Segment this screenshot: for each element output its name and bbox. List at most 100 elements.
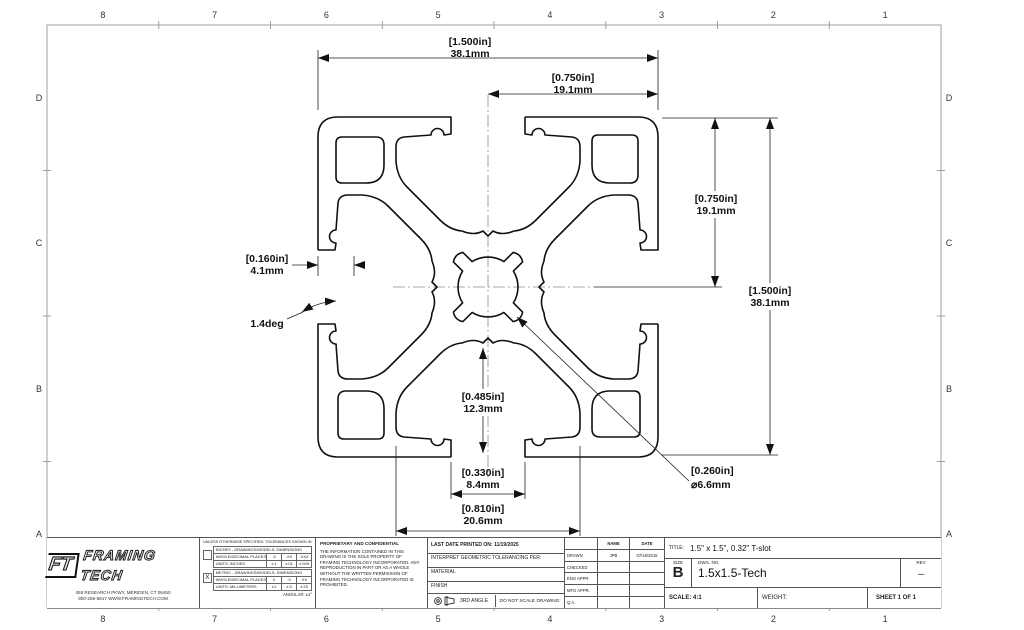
inch-title: INCHES - DRAWINGS/MODELS: DIMENSIONS xyxy=(215,547,302,552)
drawn-label: DRAWN xyxy=(567,552,583,558)
dim-angle: 1.4deg xyxy=(250,318,283,330)
zone-bottom: 6 xyxy=(324,614,329,624)
title-label: TITLE: xyxy=(669,545,685,551)
dim-slot-width-in: [0.810in] xyxy=(462,503,505,515)
dim-overall-width-in: [1.500in] xyxy=(449,36,492,48)
zone-bottom: 2 xyxy=(771,614,776,624)
size-value: B xyxy=(672,564,684,581)
drawn-name: JPB xyxy=(597,549,629,561)
name-column-header: NAME xyxy=(597,538,629,549)
profile-outline xyxy=(317,116,659,458)
dim-overall-width-mm: 38.1mm xyxy=(450,48,489,60)
address-line-1: 455 RESEARCH PKWY, MERIDEN, CT 06450 xyxy=(75,589,171,595)
metric-places-2: .X xyxy=(281,577,296,583)
scale-value: SCALE: 4:1 xyxy=(669,595,702,601)
zone-labels: 8 7 6 5 4 3 2 1 8 7 6 5 4 3 2 1 D C B A … xyxy=(36,10,953,624)
inches-checkbox xyxy=(203,550,212,560)
approval-row-eng: ENG APPR. xyxy=(565,573,664,586)
zone-right: D xyxy=(946,93,953,103)
dwg-no-value: 1.5x1.5-Tech xyxy=(698,566,767,580)
dim-half-width-mm: 19.1mm xyxy=(553,84,592,96)
inch-places-3: .XXX xyxy=(296,554,311,560)
mfg-appr-date xyxy=(629,585,664,597)
dim-bore-mm: ⌀6.6mm xyxy=(691,479,731,491)
zone-bottom: 8 xyxy=(100,614,105,624)
zone-top: 5 xyxy=(436,10,441,20)
zone-top: 2 xyxy=(771,10,776,20)
proprietary-title: PROPRIETARY AND CONFIDENTIAL xyxy=(320,541,400,546)
qa-label: Q.A. xyxy=(567,600,576,606)
dim-slot-depth-mm: 12.3mm xyxy=(463,403,502,415)
approval-row-mfg: MFG APPR. xyxy=(565,585,664,598)
zone-left: D xyxy=(36,93,43,103)
zone-bottom: 4 xyxy=(547,614,552,624)
weight-label: WEIGHT: xyxy=(757,588,867,608)
third-angle-label: 3RD ANGLE xyxy=(460,598,489,604)
zone-right: A xyxy=(946,529,952,539)
title-info-cell: TITLE: 1.5" x 1.5", 0.32" T-slot SIZE B … xyxy=(665,538,941,608)
mfg-appr-name xyxy=(597,585,629,597)
drawing-title: 1.5" x 1.5", 0.32" T-slot xyxy=(690,543,771,553)
inch-places-2: .XX xyxy=(281,554,296,560)
inch-units-3: ±.005 xyxy=(296,561,311,567)
zone-right: B xyxy=(946,384,952,394)
tolerance-cell: UNLESS OTHERWISE SPECIFIED: TOLERANCES S… xyxy=(200,538,316,608)
material-label: MATERIAL xyxy=(428,568,564,582)
zone-top: 1 xyxy=(883,10,888,20)
mfg-appr-label: MFG APPR. xyxy=(567,588,590,594)
eng-appr-name xyxy=(597,573,629,585)
company-address: 455 RESEARCH PKWY, MERIDEN, CT 06450 800… xyxy=(75,590,170,602)
title-block: FT FRAMING TECH 455 RESEARCH PKWY, MERID… xyxy=(44,537,941,609)
metric-places-3: .XX xyxy=(296,577,311,583)
zone-top: 4 xyxy=(547,10,552,20)
drawing-info-cell: LAST DATE PRINTED ON: 11/19/2025 INTERPR… xyxy=(428,538,565,608)
last-printed: LAST DATE PRINTED ON: 11/19/2025 xyxy=(428,538,564,554)
metric-units-3: ±.25 xyxy=(296,584,311,590)
zone-bottom: 3 xyxy=(659,614,664,624)
inch-units-1: ±.1 xyxy=(266,561,281,567)
dim-bore-in: [0.260in] xyxy=(691,465,734,477)
dim-slot-width-mm: 20.6mm xyxy=(463,515,502,527)
dim-half-width-in: [0.750in] xyxy=(552,72,595,84)
tolerance-header: UNLESS OTHERWISE SPECIFIED: TOLERANCES S… xyxy=(203,540,312,544)
tslot-profile xyxy=(317,95,659,478)
dim-half-height-mm: 19.1mm xyxy=(696,205,735,217)
approval-cell: NAME DATE DRAWN JPB 07/16/2015 CHECKED E… xyxy=(565,538,665,608)
proprietary-cell: PROPRIETARY AND CONFIDENTIAL THE INFORMA… xyxy=(316,538,428,608)
framing-tech-logo: FT FRAMING TECH xyxy=(44,545,202,585)
date-column-header: DATE xyxy=(629,538,664,549)
metric-units-2: ±.5 xyxy=(281,584,296,590)
rev-label: REV xyxy=(916,560,926,565)
zone-left: B xyxy=(36,384,42,394)
tolerance-metric-section: X METRIC - DRAWINGS/MODELS: DIMENSIONS W… xyxy=(203,569,312,591)
approval-row-qa: Q.A. xyxy=(565,597,664,608)
metric-places-label: WHOLE/DECIMAL PLACES xyxy=(215,577,266,582)
zone-top: 8 xyxy=(100,10,105,20)
metric-title: METRIC - DRAWINGS/MODELS: DIMENSIONS xyxy=(215,570,302,575)
inch-units-2: ±.01 xyxy=(281,561,296,567)
logo-cell: FT FRAMING TECH 455 RESEARCH PKWY, MERID… xyxy=(44,538,202,608)
metric-places-1: X xyxy=(266,577,281,583)
zone-left: A xyxy=(36,529,42,539)
inch-places-label: WHOLE/DECIMAL PLACES xyxy=(215,554,266,559)
zone-top: 7 xyxy=(212,10,217,20)
checked-label: CHECKED xyxy=(567,564,588,570)
corner-cavities xyxy=(335,134,641,440)
dim-text-knockouts xyxy=(458,191,795,416)
inch-places-1: .X xyxy=(266,554,281,560)
dwg-no-label: DWG. NO. xyxy=(698,560,720,565)
dim-slot-depth-in: [0.485in] xyxy=(462,391,505,403)
eng-appr-label: ENG APPR. xyxy=(567,576,590,582)
metric-units-1: ±1 xyxy=(266,584,281,590)
approval-row-drawn: DRAWN JPB 07/16/2015 xyxy=(565,549,664,562)
checked-date xyxy=(629,561,664,573)
metric-checkbox: X xyxy=(203,573,212,583)
projection-row: 3RD ANGLE DO NOT SCALE DRAWING xyxy=(428,594,564,608)
qa-name xyxy=(597,597,629,608)
metric-units-label: UNITS: MILLIMETERS xyxy=(215,584,257,589)
zone-bottom: 7 xyxy=(212,614,217,624)
rev-value: – xyxy=(918,569,924,580)
drawn-date: 07/16/2015 xyxy=(629,549,664,561)
finish-label: FINISH xyxy=(428,582,564,594)
